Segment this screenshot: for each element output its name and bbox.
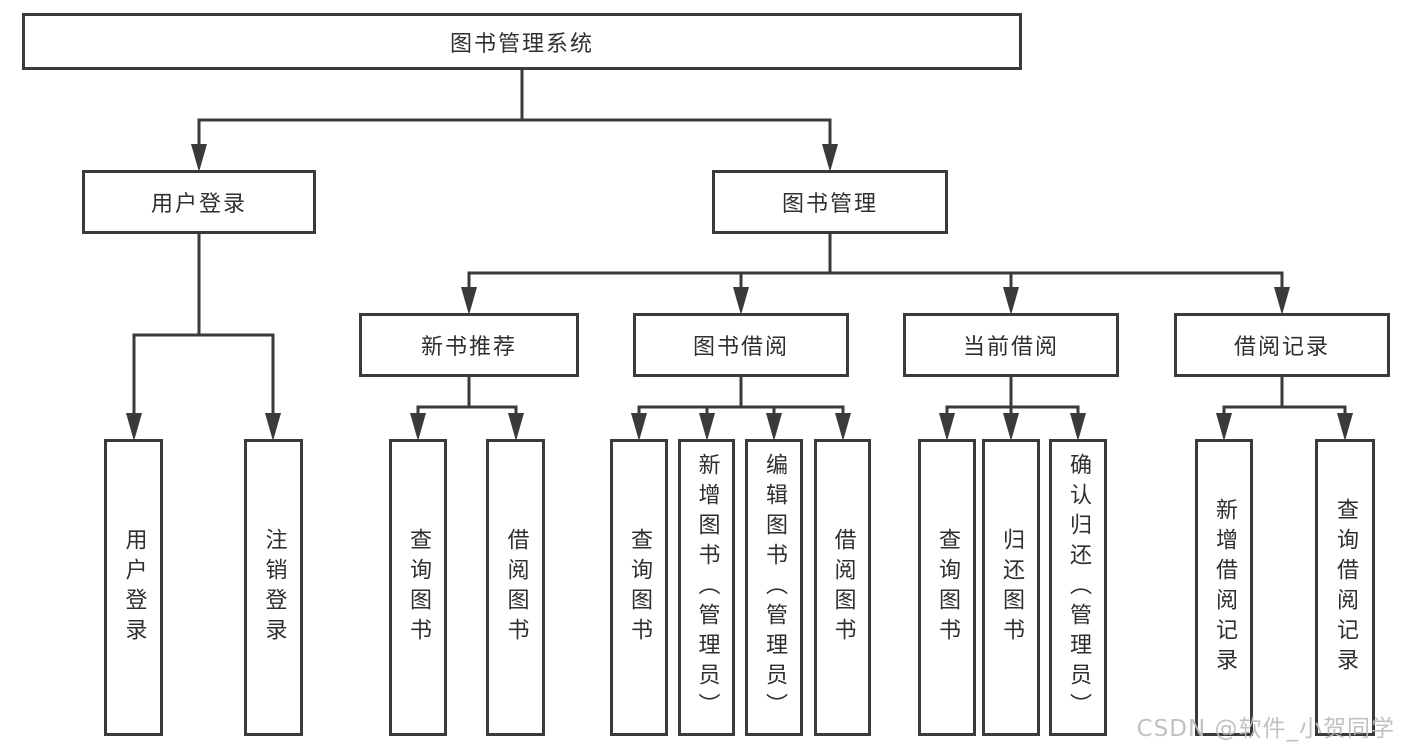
arrow-down-icon (822, 144, 838, 172)
arrow-down-icon (191, 144, 207, 172)
arrow-down-icon (126, 413, 142, 441)
arrow-down-icon (939, 413, 955, 441)
leaf-query-borrow-record: 查询借阅记录 (1315, 439, 1375, 736)
arrow-down-icon (699, 413, 715, 441)
csdn-watermark: CSDN @软件_小贺同学 (1136, 716, 1395, 742)
arrow-down-icon (766, 413, 782, 441)
connector-user-login-branch (132, 232, 275, 422)
node-current-borrowing: 当前借阅 (903, 313, 1119, 377)
node-new-book-recommend: 新书推荐 (359, 313, 579, 377)
arrow-down-icon (265, 413, 281, 441)
arrow-down-icon (733, 287, 749, 315)
leaf-logout: 注销登录 (244, 439, 303, 736)
leaf-confirm-return-admin: 确认归还（管理员） (1049, 439, 1107, 736)
leaf-query-books: 查询图书 (389, 439, 447, 736)
node-book-management: 图书管理 (712, 170, 948, 234)
leaf-edit-books-admin: 编辑图书（管理员） (745, 439, 803, 736)
node-book-borrowing: 图书借阅 (633, 313, 849, 377)
connector-book-borrow-branch (637, 375, 845, 422)
arrow-down-icon (1216, 413, 1232, 441)
leaf-user-login: 用户登录 (104, 439, 163, 736)
arrow-down-icon (631, 413, 647, 441)
arrow-down-icon (508, 413, 524, 441)
leaf-add-books-admin: 新增图书（管理员） (678, 439, 735, 736)
arrow-down-icon (835, 413, 851, 441)
node-borrowing-records: 借阅记录 (1174, 313, 1390, 377)
arrow-down-icon (1003, 287, 1019, 315)
leaf-borrow-books: 借阅图书 (486, 439, 545, 736)
leaf-query-books: 查询图书 (918, 439, 976, 736)
arrow-down-icon (410, 413, 426, 441)
leaf-query-books: 查询图书 (610, 439, 668, 736)
connector-book-mgmt-branch (467, 232, 1284, 296)
arrowheads (126, 144, 1353, 441)
arrow-down-icon (1003, 413, 1019, 441)
connector-new-book-branch (416, 375, 518, 422)
connector-root (197, 68, 832, 152)
arrow-down-icon (1274, 287, 1290, 315)
node-library-management-system: 图书管理系统 (22, 13, 1022, 70)
arrow-down-icon (461, 287, 477, 315)
arrow-down-icon (1337, 413, 1353, 441)
leaf-add-borrow-record: 新增借阅记录 (1195, 439, 1253, 736)
node-user-login: 用户登录 (82, 170, 316, 234)
leaf-borrow-books: 借阅图书 (814, 439, 871, 736)
leaf-return-books: 归还图书 (982, 439, 1040, 736)
connector-borrow-record-branch (1222, 375, 1347, 422)
arrow-down-icon (1070, 413, 1086, 441)
